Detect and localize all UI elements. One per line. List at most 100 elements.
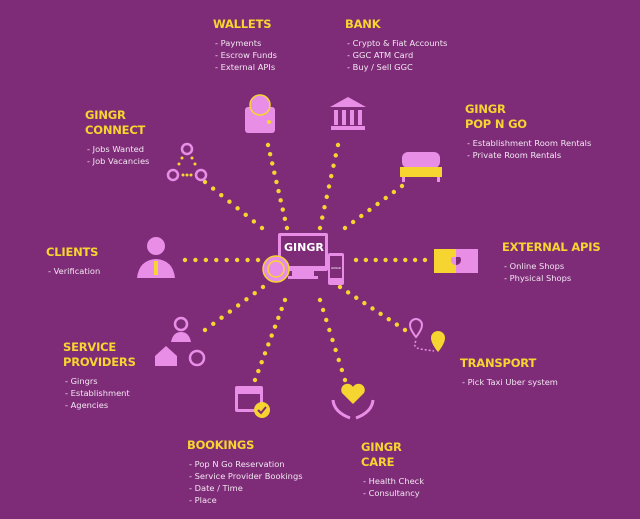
connector-dot [280, 207, 285, 212]
connector-dot [378, 311, 383, 317]
map-pin-icon [408, 317, 445, 352]
node-title: SERVICE PROVIDERS [63, 340, 136, 369]
connector-dot [259, 225, 265, 231]
node-items: - Pop N Go Reservation- Service Provider… [189, 458, 303, 506]
connector-dot [317, 297, 323, 303]
phone-label: GINGR [331, 266, 341, 270]
connector-dot [383, 195, 388, 201]
connector-dot [317, 225, 323, 231]
node-item: - Place [189, 495, 217, 505]
connector-dot [227, 309, 233, 314]
connector-dot [329, 173, 334, 179]
connector-dot [211, 321, 216, 327]
connector-dot [330, 337, 335, 343]
connector-dot [262, 351, 268, 356]
node-title: GINGR POP N GO [465, 102, 527, 131]
connector-dot [224, 257, 229, 263]
node-title: CLIENTS [46, 245, 99, 259]
connector-dot [214, 257, 219, 263]
connector-dot [245, 257, 250, 263]
connector-dot [394, 322, 400, 327]
node-item: - Jobs Wanted [87, 144, 145, 154]
connector-dot [256, 368, 261, 374]
node-title: GINGR CARE [361, 440, 402, 469]
node-items: - Pick Taxi Uber system [462, 376, 558, 388]
connector-dot [327, 327, 332, 333]
providers-icon [155, 316, 206, 367]
connector-dot [282, 297, 288, 303]
node-item: - Health Check [363, 476, 425, 486]
connector-dot [402, 327, 408, 333]
bank-icon [330, 97, 366, 130]
wallet-icon [245, 94, 275, 133]
calendar-icon [235, 386, 270, 418]
connector-dot [203, 257, 209, 263]
connector-dot [399, 183, 405, 189]
connector-dot [260, 284, 266, 290]
connector-dot [373, 257, 378, 263]
connector-dot [322, 205, 327, 210]
connector-dot [266, 342, 271, 347]
node-title: WALLETS [213, 17, 272, 31]
puzzle-icon [434, 249, 478, 273]
user-icon [137, 237, 175, 278]
node-items: - Health Check - Consultancy [363, 475, 424, 499]
node-item: - Establishment Room Rentals [467, 138, 592, 148]
connector-dot [284, 225, 290, 231]
connector-dot [422, 257, 428, 263]
node-item: - GGC ATM Card [347, 50, 414, 60]
connector-dot [255, 257, 261, 263]
connector-dot [182, 257, 188, 263]
connector-dot [335, 142, 341, 148]
connector-dot [383, 257, 388, 263]
node-bank: BANK - Crypto & Fiat Accounts- GGC ATM C… [345, 17, 447, 73]
connector-dot [362, 300, 367, 306]
node-items: - Verification [48, 265, 100, 277]
node-clients: CLIENTS - Verification [46, 245, 100, 277]
node-item: - Crypto & Fiat Accounts [347, 38, 448, 48]
node-gingr-pop-n-go: GINGR POP N GO - Establishment Room Rent… [465, 102, 591, 161]
connector-dot [259, 360, 264, 365]
node-item: - Verification [48, 266, 101, 276]
platform-devices-icon [262, 233, 344, 285]
connector-dot [272, 324, 278, 329]
connector-dot [391, 189, 397, 195]
node-item: - Pick Taxi Uber system [462, 377, 558, 387]
center-logo: GINGR [284, 241, 324, 254]
connector-dot [393, 257, 398, 263]
heart-hands-icon [331, 383, 375, 420]
connector-dot [267, 152, 273, 157]
node-items: - Establishment Room Rentals - Private Ro… [467, 137, 591, 161]
connector-dot [386, 317, 391, 322]
node-item: - Online Shops [504, 261, 565, 271]
connector-dot [326, 184, 332, 189]
connector-dot [324, 194, 329, 200]
node-item: - Buy / Sell GGC [347, 62, 413, 72]
connector-dot [219, 315, 224, 320]
connector-dot [354, 295, 359, 300]
node-title: EXTERNAL APIS [502, 240, 601, 254]
connector-dot [276, 188, 281, 194]
node-item: - Consultancy [363, 488, 420, 498]
node-item: - Escrow Funds [215, 50, 277, 60]
node-item: - Gingrs [65, 376, 98, 386]
node-gingr-care: GINGR CARE - Health Check - Consultancy [361, 440, 424, 499]
connector-dot [279, 306, 284, 312]
connector-dot [269, 333, 274, 338]
node-gingr-connect: GINGR CONNECT - Jobs Wanted- Job Vacanci… [85, 108, 149, 167]
node-external-apis: EXTERNAL APIS - Online Shops- Physical S… [502, 240, 601, 284]
bed-icon [400, 152, 442, 182]
connector-dot [370, 306, 375, 311]
connector-dot [202, 327, 208, 333]
node-items: - Payments- Escrow Funds- External APIs [215, 37, 277, 73]
connector-dot [282, 216, 288, 221]
node-items: - Jobs Wanted- Job Vacancies [87, 143, 149, 167]
connector-dot [337, 284, 343, 290]
connector-dot [210, 186, 216, 191]
node-item: - Private Room Rentals [467, 150, 562, 160]
connector-dot [331, 163, 336, 168]
connector-dot [265, 142, 271, 148]
connector-dot [339, 367, 345, 373]
connector-dot [252, 377, 258, 383]
connector-dot [320, 307, 326, 313]
